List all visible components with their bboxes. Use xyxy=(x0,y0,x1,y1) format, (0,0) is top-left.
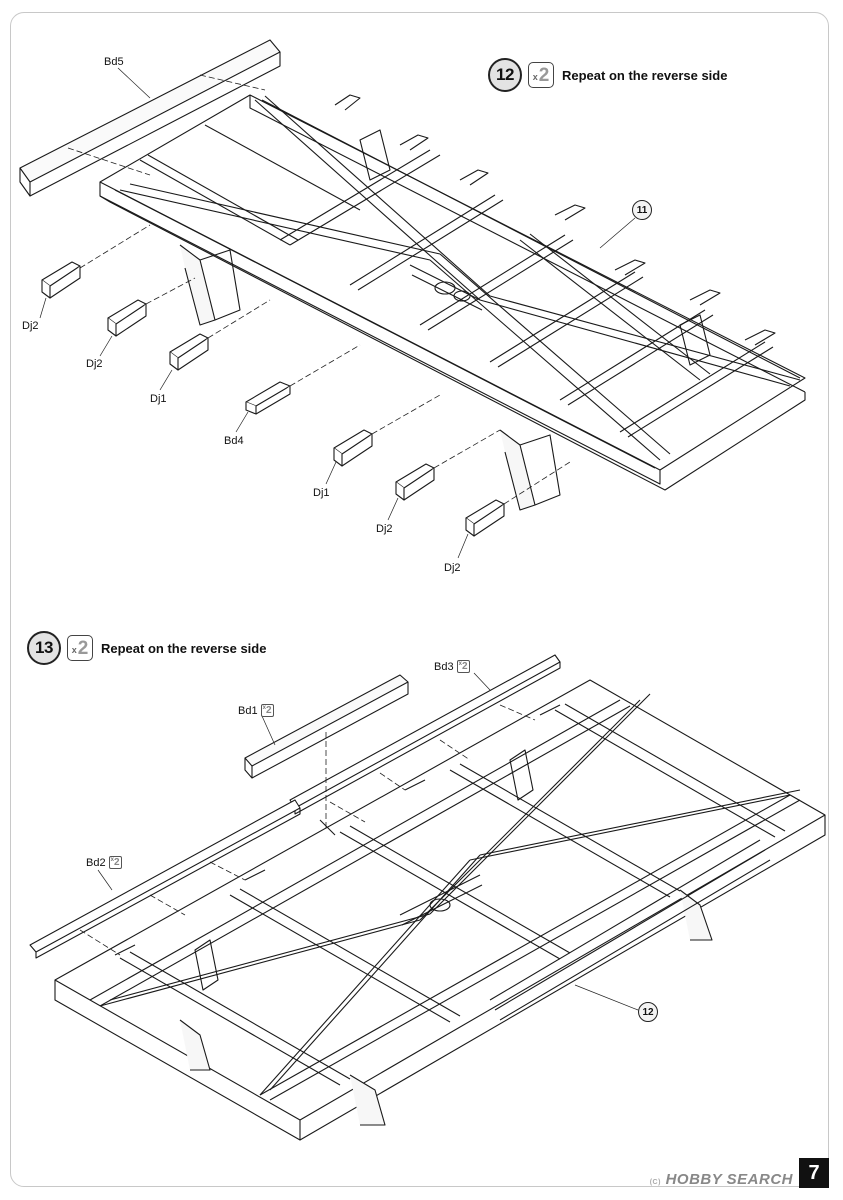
part-code: Bd2 xyxy=(86,856,106,869)
multiplier-prefix: x xyxy=(71,645,77,655)
step-ref-callout-12: 12 xyxy=(638,1002,658,1022)
part-label-bd5: Bd5 xyxy=(104,56,124,68)
step-number: 12 xyxy=(488,58,522,92)
watermark-sub: (C) xyxy=(649,1179,661,1186)
part-label-dj2: Dj2 xyxy=(86,358,103,370)
multiplier-prefix: x xyxy=(532,72,538,82)
step-instruction: Repeat on the reverse side xyxy=(562,67,728,83)
multiplier-value: 2 xyxy=(538,65,550,86)
qty-value: 2 xyxy=(265,705,272,716)
step-ref-callout-11: 11 xyxy=(632,200,652,220)
part-label-dj2: Dj2 xyxy=(376,523,393,535)
part-label-bd4: Bd4 xyxy=(224,435,244,447)
part-code: Bd3 xyxy=(434,660,454,673)
instruction-sheet xyxy=(10,12,829,1187)
watermark: (C) HOBBY SEARCH xyxy=(650,1171,793,1188)
part-label-dj1: Dj1 xyxy=(313,487,330,499)
part-code: Bd1 xyxy=(238,704,258,717)
multiplier-value: 2 xyxy=(77,638,89,659)
part-label-dj2: Dj2 xyxy=(22,320,39,332)
page-number: 7 xyxy=(799,1158,829,1188)
step-number: 13 xyxy=(27,631,61,665)
part-label-dj2: Dj2 xyxy=(444,562,461,574)
part-label-dj1: Dj1 xyxy=(150,393,167,405)
qty-value: 2 xyxy=(113,857,120,868)
qty-value: 2 xyxy=(461,661,468,672)
watermark-text: HOBBY SEARCH xyxy=(665,1171,793,1188)
step-instruction: Repeat on the reverse side xyxy=(101,640,267,656)
